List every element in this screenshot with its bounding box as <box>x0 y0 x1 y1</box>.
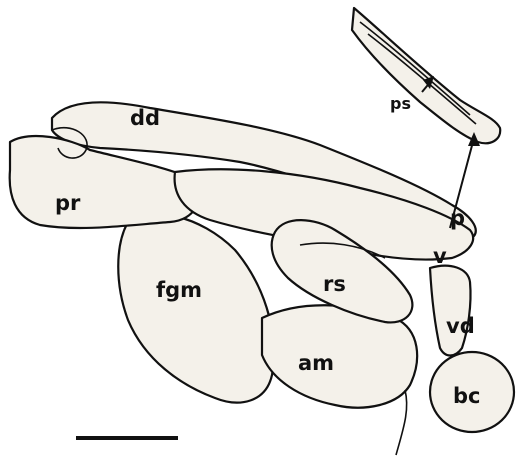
label-ps: ps <box>390 94 411 113</box>
stylet-line-2 <box>368 34 476 124</box>
label-vd: vd <box>446 314 475 338</box>
label-pr: pr <box>55 191 81 215</box>
organ-fgm <box>118 214 274 403</box>
label-fgm: fgm <box>156 278 202 302</box>
label-rs: rs <box>323 272 346 296</box>
organ-vd <box>430 266 471 356</box>
label-dd: dd <box>130 106 160 130</box>
label-v: v <box>433 244 447 268</box>
label-bc: bc <box>453 384 480 408</box>
am-tail <box>396 390 407 455</box>
label-am: am <box>298 351 334 375</box>
label-p: p <box>450 206 465 230</box>
stylet-inset <box>352 8 500 143</box>
